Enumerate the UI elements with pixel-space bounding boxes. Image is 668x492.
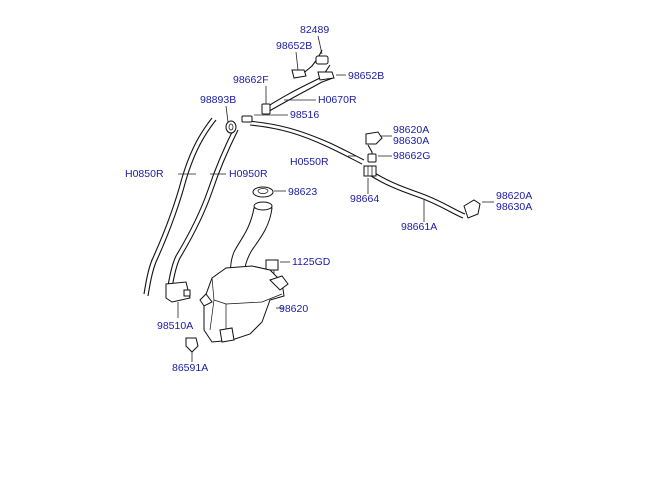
label-h0950r: H0950R (229, 168, 268, 180)
label-98893b: 98893B (200, 94, 236, 106)
part-labels: 82489 98652B 98652B 98662F H0670R 98893B… (125, 24, 532, 374)
label-98662g: 98662G (393, 150, 430, 162)
label-h0670r: H0670R (318, 94, 357, 106)
label-98664: 98664 (350, 193, 379, 205)
connector-98662f (261, 103, 271, 115)
hose-h0550r (247, 120, 365, 161)
label-98662f: 98662F (233, 74, 269, 86)
connector-98662g (367, 153, 377, 163)
label-98620a-upper: 98620A (393, 124, 429, 136)
label-98630a-upper: 98630A (393, 135, 429, 147)
label-98620: 98620 (279, 303, 308, 315)
connector-98516 (241, 115, 253, 123)
reservoir-98620 (199, 201, 289, 343)
valve-98664 (363, 165, 377, 177)
label-98652b-left: 98652B (276, 40, 312, 52)
pump-98510a (165, 281, 191, 303)
clip-82489 (315, 55, 329, 65)
nozzle-98620a-right (463, 199, 481, 219)
label-82489: 82489 (300, 24, 329, 36)
nozzle-98620a-upper (365, 131, 383, 145)
nozzle-98652b-right (317, 71, 335, 81)
hose-h0950r (171, 129, 239, 289)
label-98623: 98623 (288, 186, 317, 198)
cap-98623 (252, 186, 274, 198)
label-98661a: 98661A (401, 221, 437, 233)
label-98630a-right: 98630A (496, 201, 532, 213)
label-98620a-right: 98620A (496, 190, 532, 202)
grommet-98893b (225, 120, 237, 134)
label-1125gd: 1125GD (292, 256, 331, 268)
hoses (143, 49, 466, 297)
label-h0550r: H0550R (290, 156, 329, 168)
hose-h0850r (147, 119, 217, 297)
leader-lines (177, 35, 494, 362)
label-98510a: 98510A (157, 320, 193, 332)
grommet-86591a (185, 337, 199, 353)
label-h0850r: H0850R (125, 168, 164, 180)
label-98516: 98516 (290, 109, 319, 121)
hose-98661a (369, 169, 466, 215)
parts (165, 55, 481, 353)
nozzle-98652b-left (291, 69, 307, 79)
bolt-1125gd (265, 259, 279, 271)
label-98652b-right: 98652B (348, 70, 384, 82)
label-86591a: 86591A (172, 362, 208, 374)
